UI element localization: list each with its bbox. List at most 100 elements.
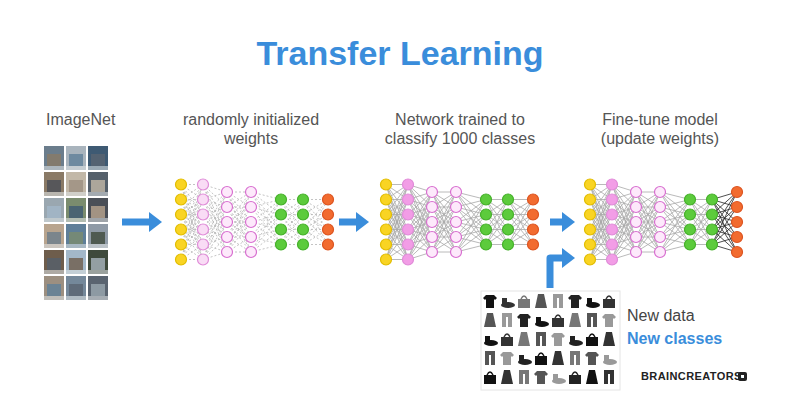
neuron: [585, 239, 596, 250]
neuron: [427, 232, 438, 243]
neuron: [631, 202, 642, 213]
neuron: [655, 232, 666, 243]
image-detail: [47, 284, 61, 296]
image-caption-strip: [88, 192, 108, 196]
flow-arrow: [122, 212, 162, 232]
shirt-icon: [585, 352, 599, 365]
image-detail: [69, 206, 83, 218]
image-detail: [69, 180, 83, 192]
image-caption-strip: [44, 166, 64, 170]
image-caption-strip: [88, 244, 108, 248]
node-heading: randomly initialized weights: [169, 110, 333, 148]
neuron: [481, 194, 492, 205]
image-caption-strip: [44, 270, 64, 274]
neuron: [323, 224, 334, 235]
neuron: [685, 239, 696, 250]
neuron: [246, 202, 257, 213]
neuron: [503, 239, 514, 250]
image-caption-strip: [66, 218, 86, 222]
image-thumbnail: [88, 250, 108, 274]
neuron: [403, 224, 414, 235]
neuron: [176, 224, 187, 235]
bag-icon: [572, 372, 578, 375]
arrow-head: [562, 212, 575, 232]
shirt-icon: [483, 295, 497, 308]
neuron: [176, 209, 187, 220]
network-weight: [181, 215, 203, 260]
neuron: [176, 179, 187, 190]
neuron: [585, 179, 596, 190]
neuron: [198, 209, 209, 220]
neuron: [732, 187, 743, 198]
imagenet-grid: [44, 146, 108, 300]
neuron: [276, 194, 287, 205]
neuron: [481, 239, 492, 250]
neuron: [222, 217, 233, 228]
network-weight: [508, 200, 533, 245]
shoe-icon: [519, 355, 524, 362]
network-weight: [303, 200, 328, 245]
neuron: [503, 209, 514, 220]
diagram-title: Transfer Learning: [0, 34, 800, 73]
image-detail: [91, 154, 105, 166]
image-thumbnail: [66, 172, 86, 196]
image-detail: [91, 284, 105, 296]
image-caption-strip: [66, 166, 86, 170]
bag-icon: [538, 353, 544, 356]
image-detail: [91, 258, 105, 270]
logo-wordmark: BRAINCREATORS: [641, 370, 742, 382]
neuron: [481, 209, 492, 220]
image-detail: [69, 154, 83, 166]
image-detail: [69, 232, 83, 244]
image-detail: [47, 180, 61, 192]
bag-icon: [484, 375, 496, 384]
flow-arrow: [550, 248, 575, 288]
shirt-icon: [534, 371, 548, 384]
image-thumbnail: [88, 224, 108, 248]
shirt-icon: [500, 352, 514, 365]
neuron: [176, 254, 187, 265]
neuron: [707, 239, 718, 250]
title-holder: Transfer Learning: [0, 34, 800, 73]
network-weight: [486, 200, 508, 245]
dress-icon: [501, 370, 513, 384]
label-holder: BRAINCREATORS: [641, 370, 742, 382]
image-detail: [91, 206, 105, 218]
network-weight: [281, 200, 303, 245]
shoe-icon: [502, 298, 507, 305]
bag-icon: [518, 299, 530, 308]
neuron: [403, 194, 414, 205]
shoe-icon: [570, 336, 575, 343]
neuron: [503, 224, 514, 235]
network-weight: [590, 215, 612, 260]
image-caption-strip: [88, 166, 108, 170]
trousers-icon: [536, 332, 546, 336]
node-heading: Fine-tune model (update weights): [580, 110, 740, 148]
image-thumbnail: [44, 198, 64, 222]
neuron: [381, 209, 392, 220]
image-detail: [91, 232, 105, 244]
trousers-icon: [502, 313, 512, 317]
neuron: [222, 202, 233, 213]
arrow-shaft: [550, 258, 563, 288]
network-weight: [303, 200, 328, 245]
shoe-icon: [604, 355, 609, 362]
image-caption-strip: [66, 244, 86, 248]
image-thumbnail: [88, 146, 108, 170]
trousers-icon: [519, 370, 529, 374]
dress-icon: [518, 332, 530, 346]
neural-network: [585, 179, 743, 265]
neuron: [276, 239, 287, 250]
image-thumbnail: [88, 276, 108, 300]
neuron: [631, 232, 642, 243]
shoe-icon: [485, 336, 490, 343]
neuron: [323, 209, 334, 220]
neuron: [607, 254, 618, 265]
bag-icon: [521, 296, 527, 299]
bag-icon: [606, 296, 612, 299]
image-thumbnail: [44, 276, 64, 300]
neuron: [298, 194, 309, 205]
network-weight: [690, 200, 712, 245]
neuron: [707, 209, 718, 220]
network-weight: [227, 207, 251, 252]
